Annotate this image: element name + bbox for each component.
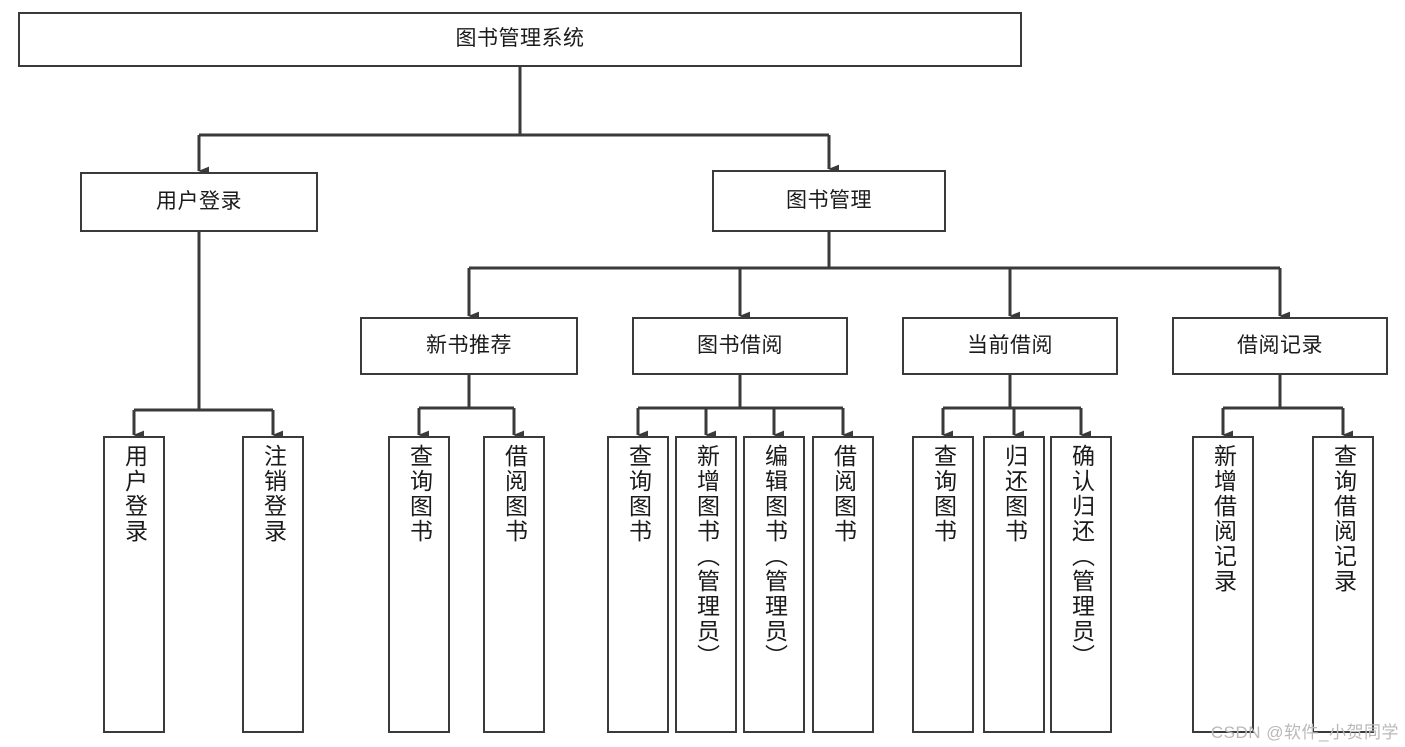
node-leaf-edit-book-admin[interactable]: 编辑图书（管理员）: [743, 436, 805, 733]
node-leaf-borrow-book-recommend[interactable]: 借阅图书: [483, 436, 545, 733]
node-label: 借阅记录: [1237, 333, 1323, 357]
node-leaf-confirm-return-admin[interactable]: 确认归还（管理员）: [1050, 436, 1112, 733]
node-label: 图书管理: [786, 188, 872, 212]
node-label: 编辑图书（管理员）: [761, 444, 788, 669]
node-leaf-borrow-book[interactable]: 借阅图书: [812, 436, 874, 733]
node-label: 归还图书: [1001, 444, 1028, 544]
node-borrow-record[interactable]: 借阅记录: [1172, 317, 1388, 375]
node-label: 借阅图书: [501, 444, 528, 544]
node-new-book-recommend[interactable]: 新书推荐: [360, 317, 578, 375]
node-label: 新增图书（管理员）: [693, 444, 720, 669]
node-leaf-user-login[interactable]: 用户登录: [103, 436, 165, 733]
node-leaf-query-book-current[interactable]: 查询图书: [912, 436, 974, 733]
node-label: 图书借阅: [697, 333, 783, 357]
node-current-borrow[interactable]: 当前借阅: [902, 317, 1118, 375]
node-label: 查询借阅记录: [1330, 444, 1357, 594]
node-label: 查询图书: [930, 444, 957, 544]
node-label: 确认归还（管理员）: [1068, 444, 1095, 669]
node-label: 当前借阅: [967, 333, 1053, 357]
node-label: 查询图书: [406, 444, 433, 544]
node-label: 用户登录: [121, 444, 148, 544]
node-leaf-return-book[interactable]: 归还图书: [983, 436, 1045, 733]
node-label: 新增借阅记录: [1210, 444, 1237, 594]
node-user-login[interactable]: 用户登录: [80, 172, 318, 232]
node-label: 借阅图书: [830, 444, 857, 544]
node-leaf-add-borrow-record[interactable]: 新增借阅记录: [1192, 436, 1254, 733]
node-label: 新书推荐: [426, 333, 512, 357]
node-root[interactable]: 图书管理系统: [18, 12, 1022, 67]
node-book-borrow[interactable]: 图书借阅: [632, 317, 848, 375]
node-label: 注销登录: [260, 444, 287, 544]
node-leaf-query-book-borrow[interactable]: 查询图书: [607, 436, 669, 733]
node-leaf-query-borrow-record[interactable]: 查询借阅记录: [1312, 436, 1374, 733]
node-book-management[interactable]: 图书管理: [712, 170, 946, 232]
node-leaf-logout[interactable]: 注销登录: [242, 436, 304, 733]
node-label: 查询图书: [625, 444, 652, 544]
node-label: 用户登录: [156, 189, 242, 213]
node-leaf-add-book-admin[interactable]: 新增图书（管理员）: [675, 436, 737, 733]
node-label: 图书管理系统: [455, 27, 585, 51]
node-leaf-query-book-recommend[interactable]: 查询图书: [388, 436, 450, 733]
